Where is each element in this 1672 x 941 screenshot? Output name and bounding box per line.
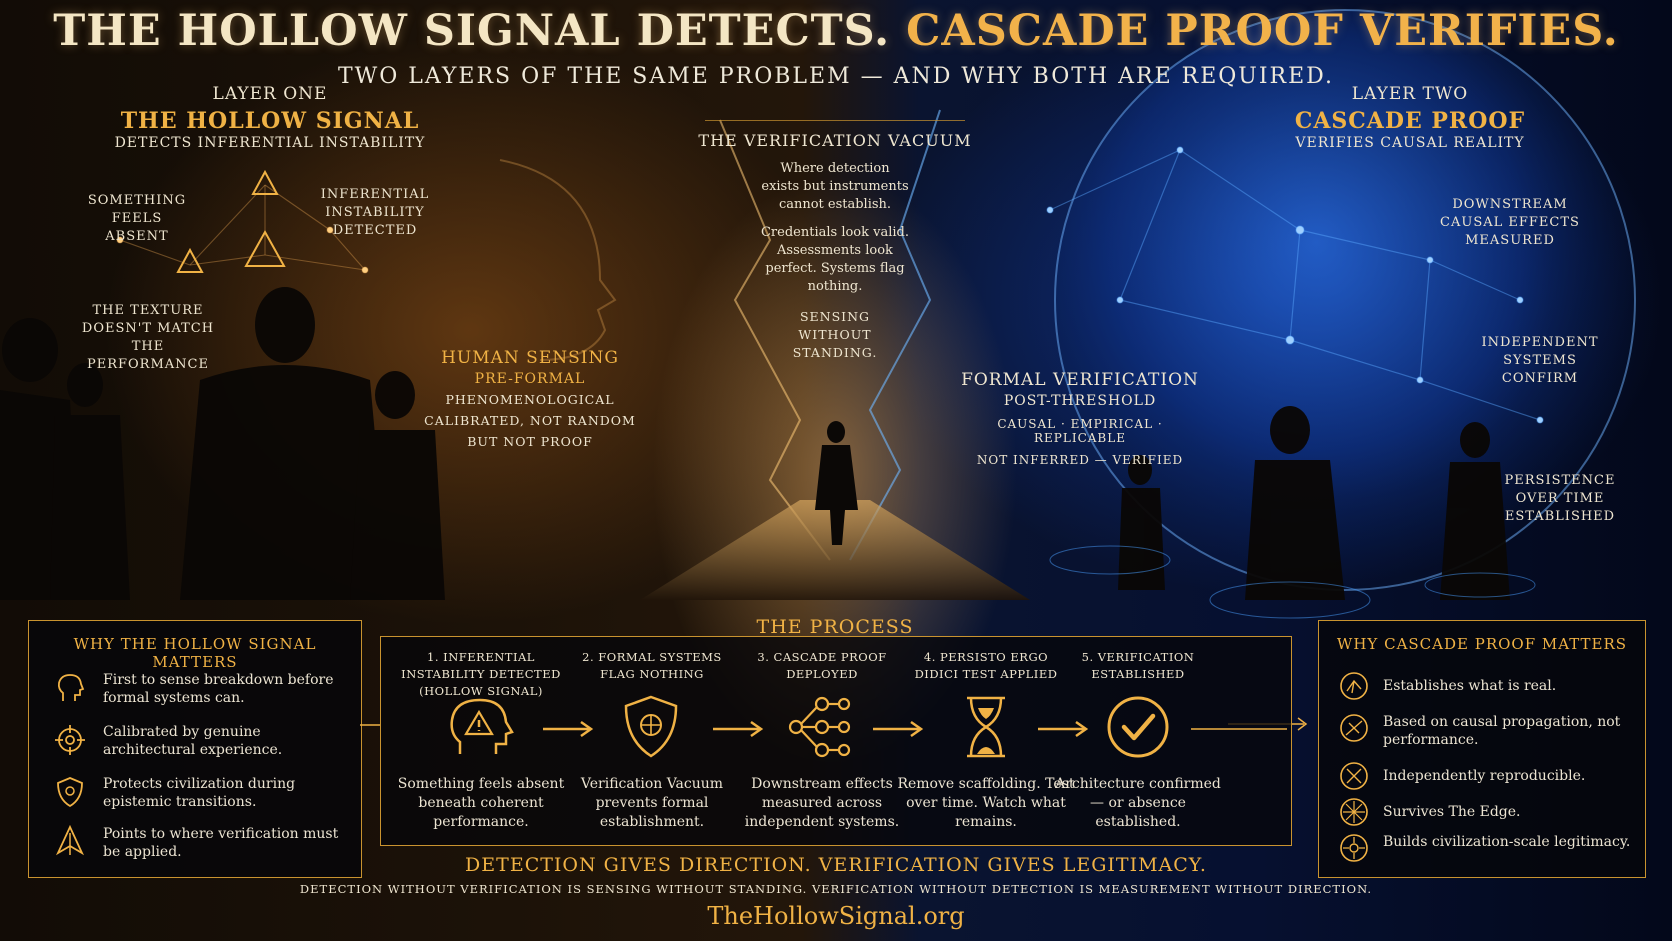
- note-something-absent: SOMETHING FEELS ABSENT: [87, 193, 187, 244]
- walkway: [640, 500, 1030, 600]
- warning-triangles: [176, 169, 286, 273]
- vacuum-para1: Where detection exists but instruments c…: [761, 161, 909, 212]
- footer-tagline: DETECTION GIVES DIRECTION. VERIFICATION …: [465, 854, 1207, 876]
- step-4-heading: 4. PERSISTO ERGO DIDICI TEST APPLIED: [914, 650, 1058, 681]
- human-sensing-line1: PHENOMENOLOGICAL: [445, 392, 615, 407]
- human-sensing-line2: CALIBRATED, NOT RANDOM: [424, 413, 636, 428]
- step-2-description: Verification Vacuum prevents formal esta…: [580, 776, 724, 830]
- step-5-description: Architecture confirmed — or absence esta…: [1055, 776, 1221, 830]
- layer-one-kicker: LAYER ONE: [212, 84, 328, 104]
- people-silhouettes: [0, 287, 1510, 600]
- cross-circle-icon: [1340, 762, 1368, 790]
- face-profile: [499, 159, 617, 361]
- layer-two-kicker: LAYER TWO: [1351, 84, 1469, 104]
- note-downstream-effects: DOWNSTREAM CAUSAL EFFECTS MEASURED: [1440, 197, 1580, 248]
- footer-subline: DETECTION WITHOUT VERIFICATION IS SENSIN…: [299, 882, 1373, 896]
- page-subtitle: TWO LAYERS OF THE SAME PROBLEM — AND WHY…: [337, 64, 1335, 89]
- left-panel-item-text: Points to where verification must be app…: [103, 826, 339, 860]
- note-texture-mismatch: THE TEXTURE DOESN'T MATCH THE PERFORMANC…: [81, 303, 215, 372]
- shield-icon: [57, 777, 83, 808]
- compass-arrow-icon: [55, 825, 85, 856]
- human-sensing-title: HUMAN SENSING: [441, 348, 619, 368]
- left-panel-title: WHY THE HOLLOW SIGNAL MATTERS: [73, 635, 317, 671]
- left-panel-item-text: Protects civilization during epistemic t…: [103, 776, 296, 810]
- right-panel-item-text: Based on causal propagation, not perform…: [1383, 714, 1621, 748]
- layer-one-tagline: DETECTS INFERENTIAL INSTABILITY: [114, 135, 426, 151]
- human-sensing-block: HUMAN SENSING PRE-FORMAL PHENOMENOLOGICA…: [420, 348, 640, 449]
- target-icon: [55, 725, 85, 755]
- note-independent-systems: INDEPENDENT SYSTEMS CONFIRM: [1481, 335, 1599, 386]
- step-2-heading: 2. FORMAL SYSTEMS FLAG NOTHING: [582, 650, 722, 681]
- formal-verification-block: FORMAL VERIFICATION POST-THRESHOLD CAUSA…: [950, 370, 1210, 467]
- note-persistence: PERSISTENCE OVER TIME ESTABLISHED: [1504, 473, 1616, 524]
- layer-one-name: THE HOLLOW SIGNAL: [120, 108, 420, 134]
- cascade-proof-matters-panel: WHY CASCADE PROOF MATTERS Establishes wh…: [1318, 620, 1646, 878]
- hollow-signal-matters-panel: WHY THE HOLLOW SIGNAL MATTERS First to s…: [28, 620, 362, 878]
- globe-shape: [1055, 10, 1635, 590]
- arrow-right-icon: [873, 720, 924, 738]
- step-3-description: Downstream effects measured across indep…: [744, 776, 900, 830]
- arrow-right-icon: [1038, 720, 1089, 738]
- cascade-circle-icon: [1340, 714, 1368, 742]
- star-circle-icon: [1340, 798, 1368, 826]
- process-title: THE PROCESS: [756, 616, 914, 638]
- title-part-one: THE HOLLOW SIGNAL DETECTS.: [53, 6, 891, 56]
- network-nodes-icon: [788, 696, 851, 758]
- vacuum-title: THE VERIFICATION VACUUM: [698, 131, 972, 150]
- layer-two-name: CASCADE PROOF: [1294, 108, 1526, 134]
- formal-verification-title: FORMAL VERIFICATION: [961, 370, 1199, 390]
- human-sensing-line3: BUT NOT PROOF: [467, 434, 593, 449]
- head-silhouette-icon: [57, 674, 85, 701]
- arrow-right-icon: [713, 720, 764, 738]
- step-4-description: Remove scaffolding. Test over time. Watc…: [897, 776, 1075, 830]
- burst-circle-icon: [1340, 834, 1368, 862]
- step-3-heading: 3. CASCADE PROOF DEPLOYED: [757, 650, 887, 681]
- hourglass-icon: [967, 696, 1005, 758]
- warning-head-icon: [450, 698, 514, 754]
- page-title: THE HOLLOW SIGNAL DETECTS. CASCADE PROOF…: [0, 6, 1672, 56]
- right-panel-item-text: Independently reproducible.: [1383, 768, 1586, 784]
- right-panel-title: WHY CASCADE PROOF MATTERS: [1336, 635, 1628, 653]
- title-part-two: CASCADE PROOF VERIFIES.: [906, 6, 1619, 56]
- formal-verification-subtitle: POST-THRESHOLD: [1003, 393, 1157, 409]
- left-panel-item-text: First to sense breakdown before formal s…: [103, 672, 334, 706]
- formal-verification-line2: NOT INFERRED — VERIFIED: [976, 453, 1184, 467]
- step-5-heading: 5. VERIFICATION ESTABLISHED: [1081, 650, 1195, 681]
- walking-figure: [815, 421, 858, 545]
- shield-icon: [624, 695, 678, 758]
- note-instability-detected: INFERENTIAL INSTABILITY DETECTED: [320, 187, 430, 238]
- vacuum-para2: Credentials look valid. Assessments look…: [760, 225, 910, 294]
- network-circle-icon: [1340, 672, 1368, 700]
- right-panel-item-text: Survives The Edge.: [1383, 804, 1521, 820]
- right-panel-item-text: Establishes what is real.: [1383, 678, 1557, 694]
- vacuum-para3: SENSING WITHOUT STANDING.: [792, 309, 878, 360]
- arrow-right-icon: [543, 720, 594, 738]
- website-link[interactable]: TheHollowSignal.org: [707, 902, 965, 930]
- step-1-heading: 1. INFERENTIAL INSTABILITY DETECTED (HOL…: [401, 650, 561, 698]
- process-panel: 1. INFERENTIAL INSTABILITY DETECTED (HOL…: [380, 636, 1292, 846]
- step-1-description: Something feels absent beneath coherent …: [397, 776, 565, 830]
- left-panel-item-text: Calibrated by genuine architectural expe…: [103, 724, 283, 758]
- layer-two-tagline: VERIFIES CAUSAL REALITY: [1295, 135, 1525, 151]
- checkmark-circle-icon: [1107, 696, 1169, 758]
- formal-verification-line1: CAUSAL · EMPIRICAL · REPLICABLE: [997, 417, 1163, 445]
- right-panel-item-text: Builds civilization-scale legitimacy.: [1383, 834, 1631, 850]
- verification-vacuum-block: THE VERIFICATION VACUUM Where detection …: [690, 120, 980, 362]
- human-sensing-subtitle: PRE-FORMAL: [474, 371, 586, 387]
